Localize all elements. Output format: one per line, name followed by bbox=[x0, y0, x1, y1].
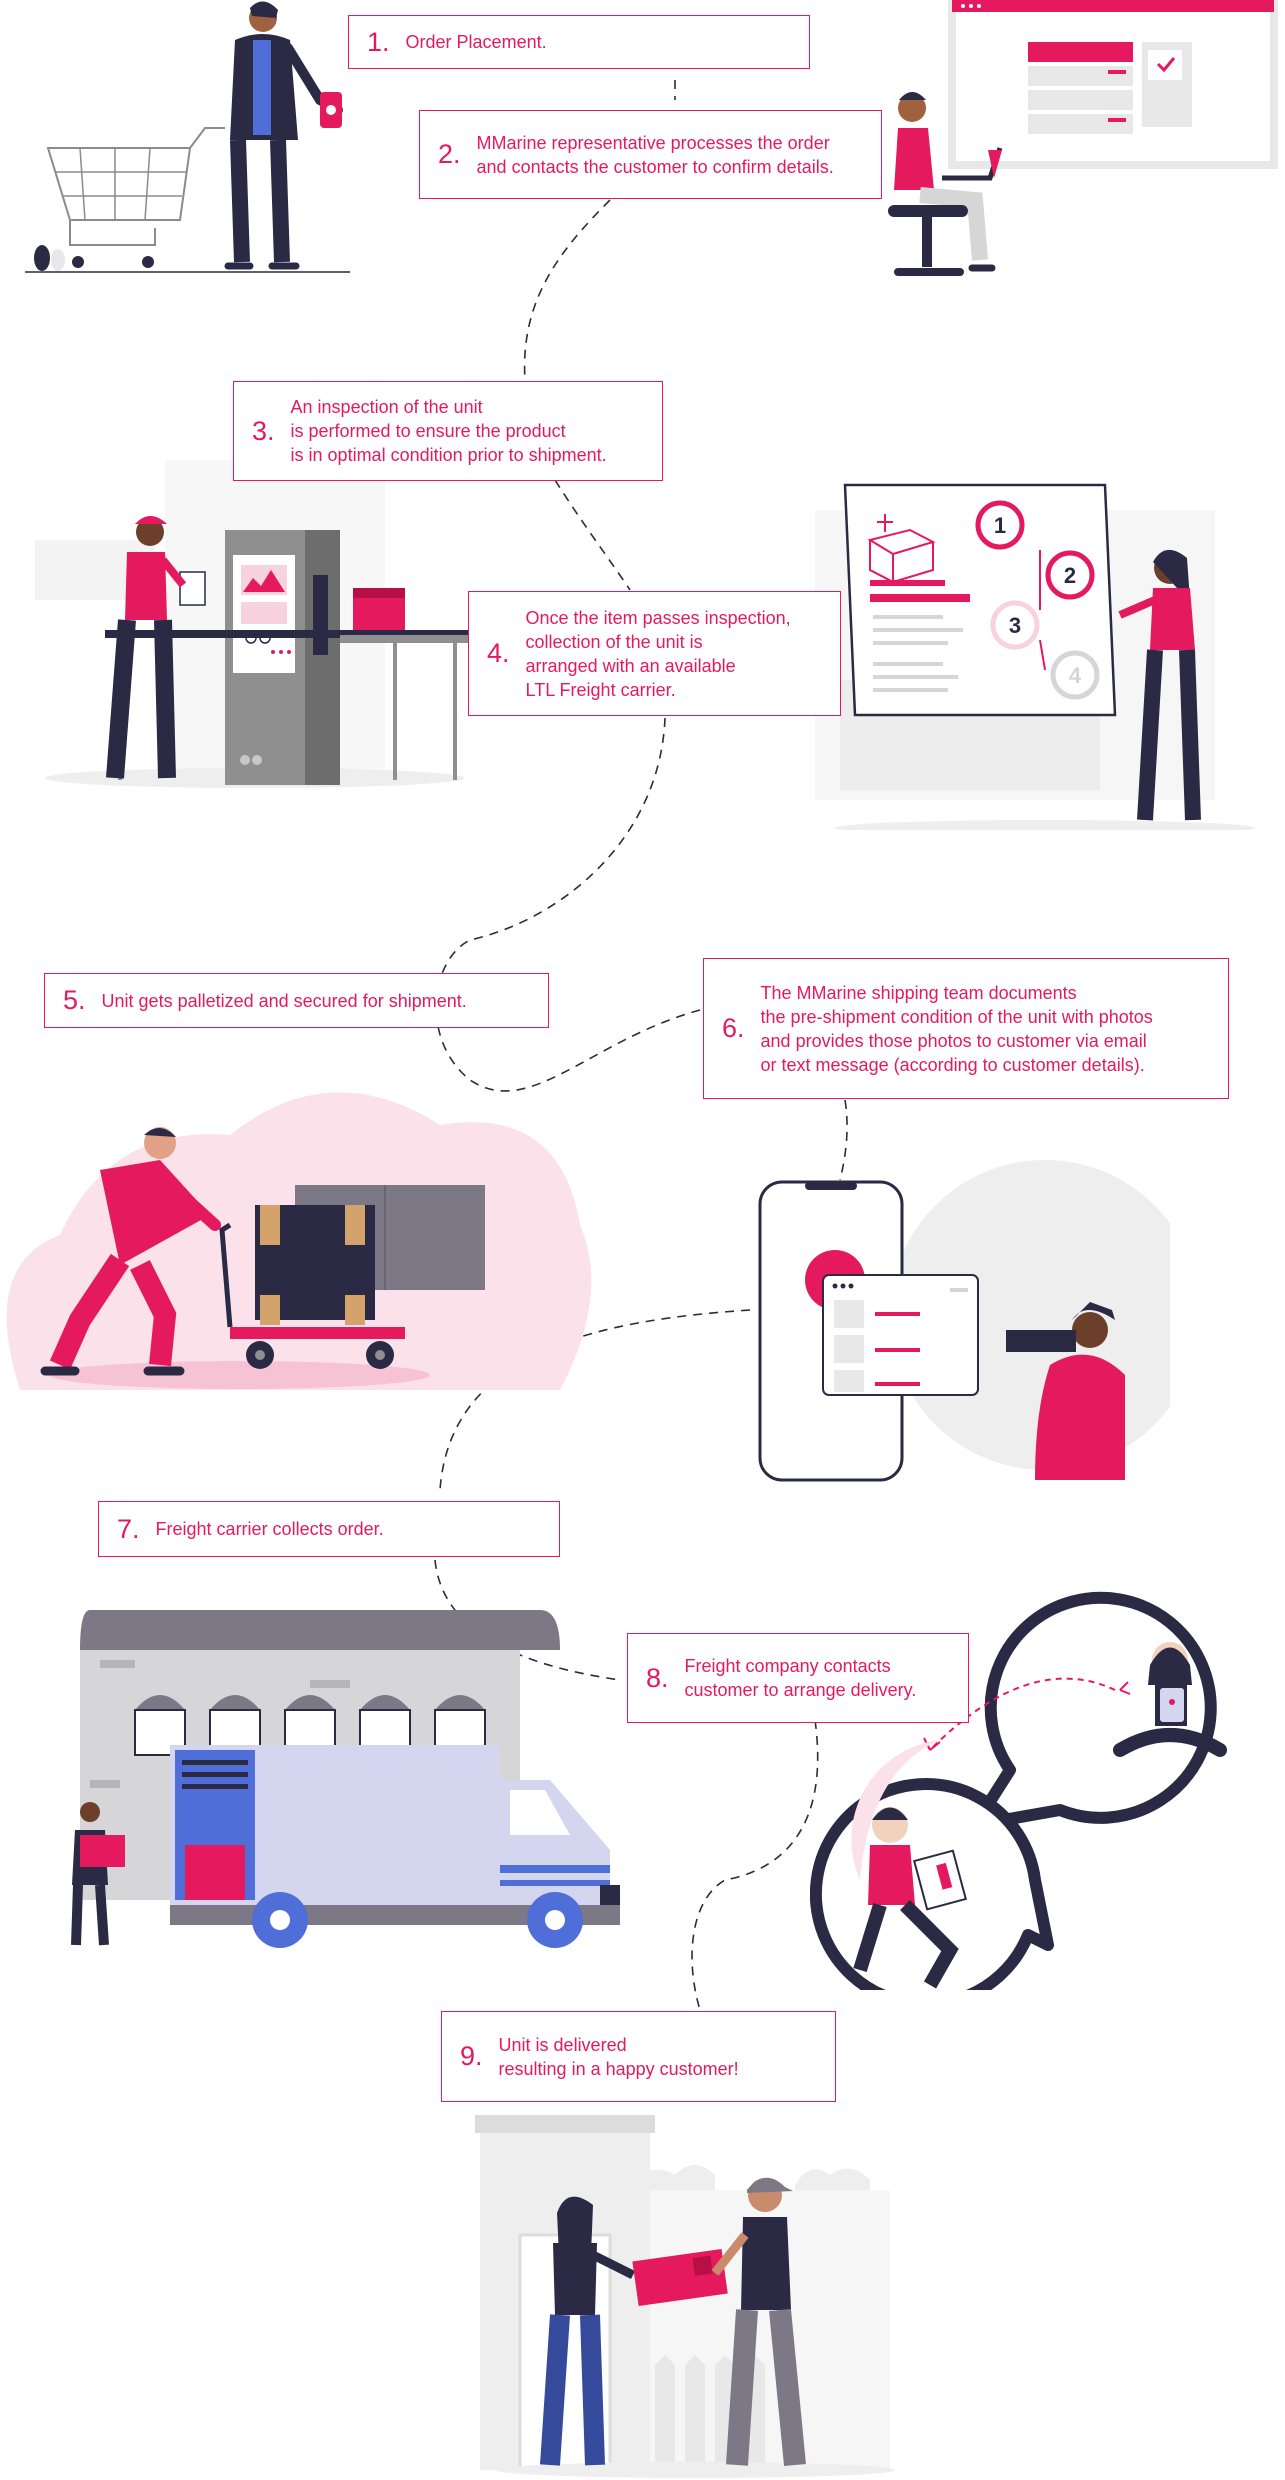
check-icon bbox=[1156, 57, 1176, 73]
step-text-line: An inspection of the unit bbox=[290, 397, 483, 417]
step-text: Once the item passes inspection, collect… bbox=[526, 606, 791, 702]
step-text-line: customer to arrange delivery. bbox=[684, 1680, 917, 1700]
step-text: An inspection of the unit is performed t… bbox=[291, 395, 607, 467]
step-text-line: collection of the unit is bbox=[525, 631, 703, 652]
step-text: The MMarine shipping team documents the … bbox=[761, 981, 1153, 1077]
palletizing-illustration bbox=[6, 1092, 592, 1390]
speech-bubble-left bbox=[810, 1740, 1054, 1990]
pallet-cart bbox=[219, 1205, 405, 1369]
marker-number-1: 1 bbox=[994, 513, 1006, 538]
step-number: 6. bbox=[722, 1013, 745, 1043]
representative-illustration bbox=[888, 0, 1278, 276]
delivery-truck bbox=[170, 1745, 620, 1948]
shopping-cart-icon bbox=[46, 127, 225, 268]
happy-customer-illustration bbox=[475, 2115, 895, 2478]
step-text-line: Once the item passes inspection, bbox=[525, 607, 791, 628]
step-text-line: Freight company contacts bbox=[684, 1656, 891, 1676]
browser-window bbox=[948, 0, 1278, 169]
step-text-line: or text message (according to customer d… bbox=[760, 1054, 1145, 1075]
step-text: Freight company contacts customer to arr… bbox=[685, 1654, 917, 1702]
step-5-box: 5. Unit gets palletized and secured for … bbox=[44, 973, 549, 1028]
step-marker-3: 3 bbox=[990, 600, 1040, 650]
shopper-illustration bbox=[25, 1, 350, 273]
package-box bbox=[632, 2248, 728, 2307]
photo-card bbox=[822, 1274, 979, 1396]
step-text: Order Placement. bbox=[406, 30, 547, 54]
courier-person bbox=[711, 2177, 806, 2467]
inspection-illustration bbox=[35, 460, 475, 788]
step-marker-2: 2 bbox=[1045, 550, 1095, 600]
step-marker-4: 4 bbox=[1050, 650, 1100, 700]
step-text-line: is performed to ensure the product bbox=[290, 421, 566, 441]
step-number: 1. bbox=[367, 26, 390, 57]
step-1-box: 1. Order Placement. bbox=[348, 15, 810, 69]
inspection-machine bbox=[225, 530, 340, 785]
delivery-call-illustration bbox=[810, 1591, 1227, 1990]
step-number: 2. bbox=[438, 139, 461, 169]
step-number: 9. bbox=[460, 2041, 483, 2071]
step-text-line: the pre-shipment condition of the unit w… bbox=[760, 1006, 1153, 1027]
person-with-phone bbox=[224, 1, 343, 270]
step-number: 3. bbox=[252, 415, 275, 446]
step-number: 7. bbox=[117, 1513, 140, 1544]
marker-number-3: 3 bbox=[1009, 613, 1021, 638]
freight-pickup-illustration bbox=[71, 1610, 620, 1948]
step-number: 5. bbox=[63, 985, 86, 1015]
seated-person bbox=[888, 92, 1003, 276]
marker-number-4: 4 bbox=[1069, 663, 1082, 688]
presenter-person bbox=[1118, 549, 1201, 821]
step-text-line: Unit gets palletized and secured for shi… bbox=[101, 990, 467, 1011]
step-text-line: Unit is delivered bbox=[498, 2034, 627, 2055]
step-8-box: 8. Freight company contacts customer to … bbox=[627, 1633, 969, 1723]
step-3-box: 3. An inspection of the unit is performe… bbox=[233, 381, 663, 481]
worker-pushing-cart bbox=[40, 1127, 221, 1376]
step-text-line: The MMarine shipping team documents bbox=[760, 982, 1077, 1003]
step-text: MMarine representative processes the ord… bbox=[477, 131, 834, 179]
step-text-line: is in optimal condition prior to shipmen… bbox=[290, 445, 607, 465]
step-7-box: 7. Freight carrier collects order. bbox=[98, 1501, 560, 1557]
step-4-box: 4. Once the item passes inspection, coll… bbox=[468, 591, 841, 716]
step-6-box: 6. The MMarine shipping team documents t… bbox=[703, 958, 1229, 1099]
step-text-line: and contacts the customer to confirm det… bbox=[476, 156, 834, 177]
step-9-box: 9. Unit is delivered resulting in a happ… bbox=[441, 2011, 836, 2102]
step-number: 4. bbox=[487, 638, 510, 668]
call-arrow bbox=[929, 1677, 1116, 1751]
step-text-line: LTL Freight carrier. bbox=[525, 679, 676, 700]
step-number: 8. bbox=[646, 1662, 669, 1693]
leaf-icon bbox=[34, 245, 50, 271]
inspector-person bbox=[106, 516, 206, 779]
step-text-line: MMarine representative processes the ord… bbox=[476, 132, 830, 153]
photographer-person bbox=[1006, 1302, 1125, 1480]
speech-bubble-right bbox=[969, 1591, 1227, 1831]
step-text-line: resulting in a happy customer! bbox=[498, 2058, 739, 2079]
step-text: Unit is delivered resulting in a happy c… bbox=[499, 2033, 739, 2081]
step-text-line: Freight carrier collects order. bbox=[155, 1519, 384, 1539]
checklist-board bbox=[843, 483, 1117, 717]
customer-person bbox=[540, 2196, 636, 2466]
marker-number-2: 2 bbox=[1064, 563, 1076, 588]
photo-documentation-illustration bbox=[758, 1160, 1170, 1482]
checklist-illustration: 1 2 3 4 bbox=[815, 483, 1255, 830]
carrier-person bbox=[71, 1802, 125, 1946]
step-text-line: and provides those photos to customer vi… bbox=[760, 1030, 1147, 1051]
step-2-box: 2. MMarine representative processes the … bbox=[419, 110, 882, 199]
step-text-line: Order Placement. bbox=[405, 32, 547, 52]
step-text: Freight carrier collects order. bbox=[156, 1517, 384, 1541]
step-marker-1: 1 bbox=[975, 500, 1025, 550]
step-text: Unit gets palletized and secured for shi… bbox=[102, 989, 467, 1013]
step-text-line: arranged with an available bbox=[525, 655, 736, 676]
camera-icon bbox=[1006, 1330, 1076, 1352]
